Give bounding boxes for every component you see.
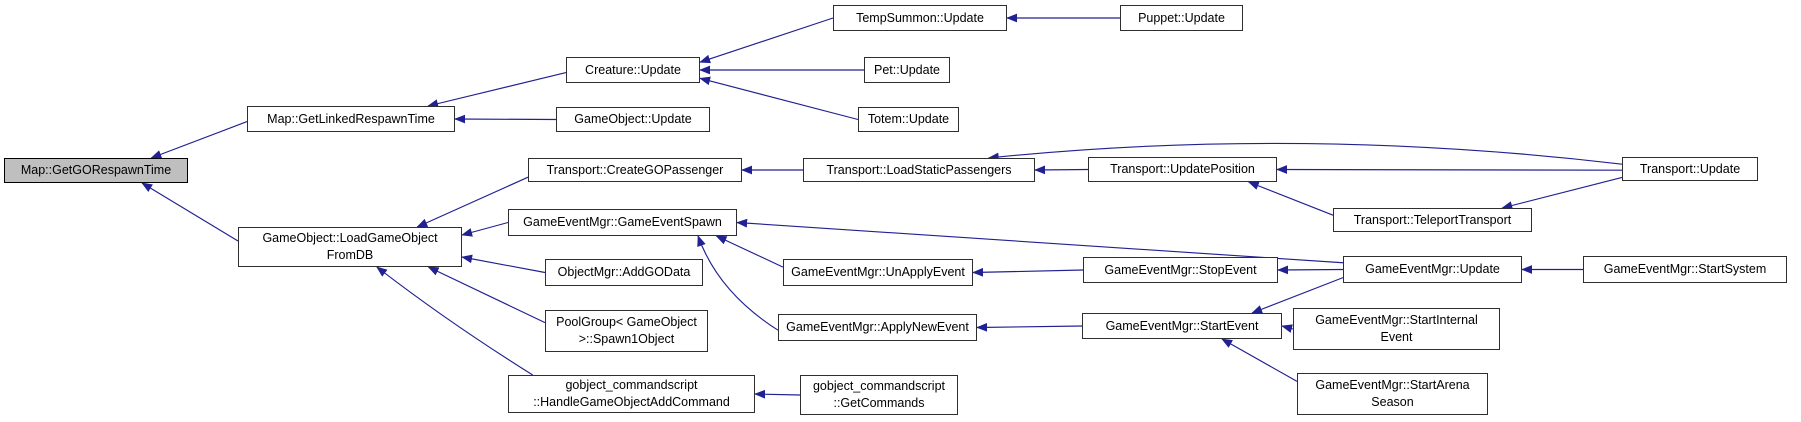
graph-node-transportUpdate[interactable]: Transport::Update	[1622, 157, 1758, 181]
graph-node-label-line: Pet::Update	[873, 62, 940, 77]
graph-node-label-line: GameObject::LoadGameObject	[262, 231, 438, 246]
graph-node-label-line: Transport::CreateGOPassenger	[546, 162, 724, 177]
graph-edge-transportUpdate-to-loadStaticPassengers	[987, 142, 1623, 165]
graph-node-stopEvent[interactable]: GameEventMgr::StopEvent	[1083, 257, 1278, 283]
graph-node-creatureUpdate[interactable]: Creature::Update	[566, 57, 700, 83]
graph-edge-unApplyEvent-to-gameEventSpawn	[715, 235, 784, 268]
graph-edge-addGOData-to-loadGameObjectFromDB	[461, 254, 546, 274]
graph-node-getCommands[interactable]: gobject_commandscript::GetCommands	[800, 375, 958, 415]
graph-node-label-line: GameEventMgr::ApplyNewEvent	[786, 320, 969, 335]
graph-node-label-line: Season	[1371, 395, 1414, 409]
graph-node-label-line: Map::GetGORespawnTime	[20, 163, 172, 178]
graph-node-loadStaticPassengers[interactable]: Transport::LoadStaticPassengers	[803, 158, 1035, 182]
graph-edge-getLinkedRespawnTime-to-getGORespawnTime	[150, 121, 248, 159]
graph-node-label-line: Map::GetLinkedRespawnTime	[267, 111, 435, 126]
graph-node-label-line: GameObject::Update	[574, 112, 692, 127]
graph-node-label-line: Transport::Update	[1639, 161, 1741, 176]
graph-edge-gemUpdate-to-startEvent	[1251, 277, 1344, 314]
graph-node-label-line: FromDB	[326, 248, 374, 262]
graph-node-label-line: GameEventMgr::StartInternal	[1315, 313, 1478, 328]
graph-node-petUpdate[interactable]: Pet::Update	[864, 57, 950, 83]
graph-node-createGOPassenger[interactable]: Transport::CreateGOPassenger	[528, 158, 742, 182]
graph-node-handleGameObjectAddCommand[interactable]: gobject_commandscript::HandleGameObjectA…	[508, 375, 755, 413]
graph-edge-transportUpdate-to-teleportTransport	[1501, 176, 1623, 210]
graph-edge-loadGameObjectFromDB-to-getGORespawnTime	[141, 182, 239, 242]
graph-edge-startInternalEvent-to-startEvent	[1281, 324, 1294, 333]
graph-edge-teleportTransport-to-updatePosition	[1247, 181, 1334, 216]
graph-node-gameEventSpawn[interactable]: GameEventMgr::GameEventSpawn	[508, 209, 737, 236]
graph-node-label-line: ObjectMgr::AddGOData	[557, 265, 691, 280]
graph-edge-applyNewEvent-to-gameEventSpawn	[697, 235, 779, 331]
graph-node-teleportTransport[interactable]: Transport::TeleportTransport	[1333, 208, 1532, 232]
graph-node-label-line: gobject_commandscript	[565, 378, 698, 393]
graph-edge-gameEventSpawn-to-loadGameObjectFromDB	[461, 221, 509, 237]
graph-node-label-line: Transport::UpdatePosition	[1110, 162, 1255, 177]
graph-node-label-line: Creature::Update	[585, 62, 681, 77]
graph-node-label-line: GameEventMgr::GameEventSpawn	[523, 215, 722, 230]
graph-edge-gameObjectUpdate-to-getLinkedRespawnTime	[454, 114, 557, 124]
graph-edge-startArenaSeason-to-startEvent	[1221, 338, 1298, 382]
graph-node-label-line: GameEventMgr::UnApplyEvent	[791, 265, 965, 280]
graph-edge-poolGroupSpawn1Object-to-loadGameObjectFromDB	[427, 266, 546, 324]
graph-node-label-line: >::Spawn1Object	[578, 332, 675, 346]
graph-node-gameObjectUpdate[interactable]: GameObject::Update	[556, 107, 710, 132]
graph-edge-getCommands-to-handleGameObjectAddCommand	[754, 389, 801, 399]
graph-node-startEvent[interactable]: GameEventMgr::StartEvent	[1082, 313, 1282, 339]
graph-node-puppetUpdate[interactable]: Puppet::Update	[1120, 5, 1243, 31]
graph-node-getGORespawnTime: Map::GetGORespawnTime	[4, 158, 188, 183]
graph-node-label-line: GameEventMgr::StartArena	[1315, 378, 1470, 393]
graph-node-label-line: Totem::Update	[867, 112, 950, 127]
graph-node-label-line: Transport::TeleportTransport	[1353, 212, 1512, 227]
graph-node-label-line: GameEventMgr::StopEvent	[1104, 262, 1257, 277]
graph-node-applyNewEvent[interactable]: GameEventMgr::ApplyNewEvent	[778, 314, 977, 341]
graph-node-totemUpdate[interactable]: Totem::Update	[858, 107, 959, 132]
graph-node-gemUpdate[interactable]: GameEventMgr::Update	[1343, 256, 1522, 283]
graph-node-poolGroupSpawn1Object[interactable]: PoolGroup< GameObject>::Spawn1Object	[545, 310, 708, 352]
graph-node-label-line: TempSummon::Update	[856, 10, 984, 25]
graph-edge-handleGameObjectAddCommand-to-loadGameObjectFromDB	[376, 266, 534, 376]
graph-edge-transportUpdate-to-updatePosition	[1276, 165, 1623, 174]
graph-node-label-line: ::HandleGameObjectAddCommand	[533, 395, 730, 409]
graph-edge-creatureUpdate-to-getLinkedRespawnTime	[427, 72, 567, 108]
graph-node-addGOData[interactable]: ObjectMgr::AddGOData	[545, 259, 703, 286]
graph-edge-stopEvent-to-unApplyEvent	[972, 267, 1084, 277]
graph-node-label-line: gobject_commandscript	[812, 379, 945, 394]
graph-node-tempSummonUpdate[interactable]: TempSummon::Update	[833, 5, 1007, 31]
graph-node-label-line: Puppet::Update	[1138, 10, 1225, 25]
graph-node-label-line: PoolGroup< GameObject	[556, 315, 697, 330]
graph-edge-tempSummonUpdate-to-creatureUpdate	[699, 17, 834, 64]
graph-edge-gemUpdate-to-stopEvent	[1277, 265, 1344, 275]
graph-edge-createGOPassenger-to-loadGameObjectFromDB	[416, 176, 529, 228]
graph-node-updatePosition[interactable]: Transport::UpdatePosition	[1088, 157, 1277, 182]
graph-node-getLinkedRespawnTime[interactable]: Map::GetLinkedRespawnTime	[247, 106, 455, 132]
graph-node-label-line: Event	[1380, 330, 1413, 344]
graph-edge-gemUpdate-to-gameEventSpawn	[736, 218, 1344, 264]
graph-node-label-line: GameEventMgr::StartEvent	[1105, 318, 1259, 333]
graph-edge-totemUpdate-to-creatureUpdate	[699, 76, 859, 121]
graph-node-label-line: GameEventMgr::StartSystem	[1603, 262, 1767, 277]
graph-node-startSystem[interactable]: GameEventMgr::StartSystem	[1583, 256, 1787, 283]
graph-node-label-line: ::GetCommands	[833, 396, 925, 410]
graph-edge-startEvent-to-applyNewEvent	[976, 322, 1083, 332]
graph-node-unApplyEvent[interactable]: GameEventMgr::UnApplyEvent	[783, 259, 973, 286]
graph-node-label-line: Transport::LoadStaticPassengers	[826, 162, 1012, 177]
graph-edge-updatePosition-to-loadStaticPassengers	[1034, 165, 1089, 175]
graph-node-label-line: GameEventMgr::Update	[1365, 262, 1500, 277]
